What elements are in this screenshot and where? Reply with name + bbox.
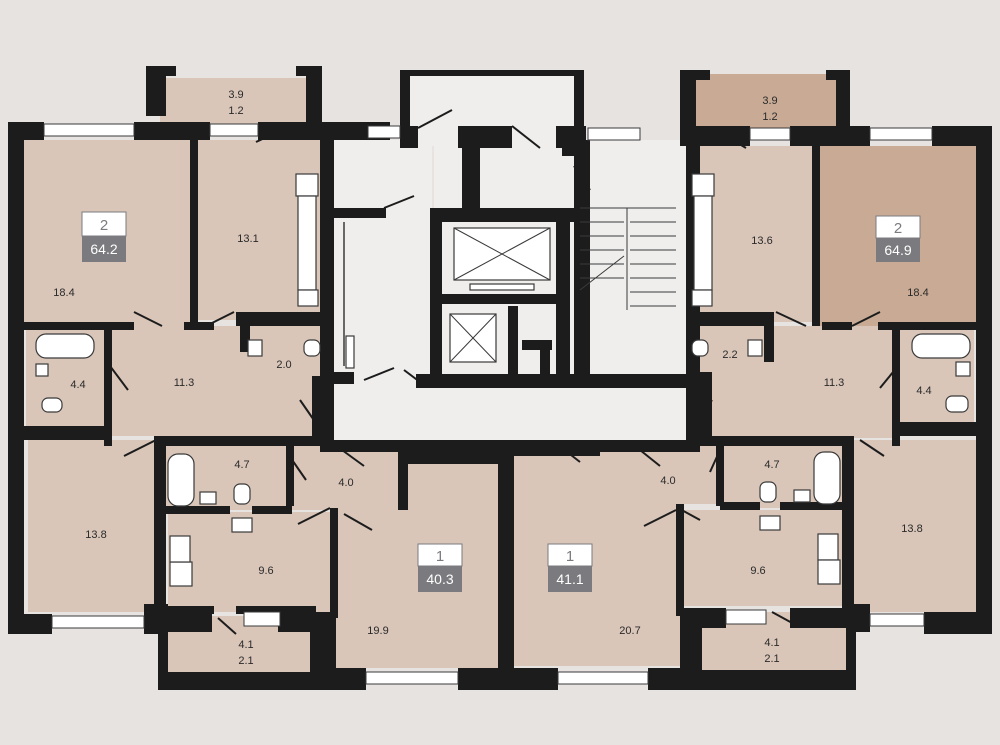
room-area-label: 4.7 xyxy=(764,459,779,471)
room-area-label: 18.4 xyxy=(53,287,74,299)
room-area-label: 2.2 xyxy=(722,349,737,361)
room-area-label: 11.3 xyxy=(174,377,195,389)
room-area-label: 9.6 xyxy=(750,565,765,577)
apartment-badge[interactable]: 2 64.2 xyxy=(81,211,127,262)
room-labels: 3.9 1.2 18.4 13.1 4.4 11.3 2.0 13.8 4.7 … xyxy=(53,89,931,667)
staircase-icon xyxy=(579,207,676,310)
room-area-label: 4.7 xyxy=(234,459,249,471)
stove-icon xyxy=(691,173,715,197)
room-area-label: 13.8 xyxy=(85,529,106,541)
windows xyxy=(43,123,933,685)
sink-icon xyxy=(747,339,763,357)
sink-icon xyxy=(955,361,971,377)
bathtub-icon xyxy=(35,333,95,359)
room-balcony-right[interactable] xyxy=(694,74,840,128)
apartment-area: 64.2 xyxy=(90,241,117,257)
counter-icon xyxy=(297,195,317,291)
room-area-label: 4.0 xyxy=(660,475,675,487)
toilet-icon xyxy=(759,481,777,503)
room-area-label: 3.9 xyxy=(228,89,243,101)
apartment-area: 64.9 xyxy=(884,242,911,258)
apartment-rooms: 2 xyxy=(894,220,902,237)
room-hall-right-2[interactable] xyxy=(612,446,720,504)
room-area-label: 13.8 xyxy=(901,523,922,535)
sink-icon xyxy=(793,489,811,503)
toilet-icon xyxy=(233,483,251,505)
toilet-icon xyxy=(41,397,63,413)
fixtures xyxy=(35,173,971,587)
counter-icon xyxy=(693,195,713,291)
apartment-rooms: 2 xyxy=(100,217,108,234)
room-area-label: 13.6 xyxy=(751,235,772,247)
sink-icon xyxy=(199,491,217,505)
apartment-rooms: 1 xyxy=(566,548,574,565)
stove-icon xyxy=(295,173,319,197)
room-area-label: 4.1 xyxy=(764,637,779,649)
toilet-icon xyxy=(303,339,321,357)
room-area-label: 11.3 xyxy=(824,377,845,389)
sink-icon xyxy=(247,339,263,357)
room-area-label: 4.0 xyxy=(338,477,353,489)
room-area-label: 2.1 xyxy=(764,653,779,665)
room-area-label: 1.2 xyxy=(228,105,243,117)
bathtub-icon xyxy=(911,333,971,359)
room-area-label: 4.1 xyxy=(238,639,253,651)
room-area-label: 4.4 xyxy=(70,379,85,391)
room-area-label: 2.0 xyxy=(276,359,291,371)
room-area-label: 9.6 xyxy=(258,565,273,577)
stove-icon xyxy=(817,559,841,585)
walls xyxy=(8,66,992,690)
room-area-label: 4.4 xyxy=(916,385,931,397)
counter-icon xyxy=(817,533,839,561)
apartment-area: 40.3 xyxy=(426,571,453,587)
apartment-area: 41.1 xyxy=(556,571,583,587)
apartment-badge[interactable]: 1 41.1 xyxy=(547,543,593,592)
sink-icon xyxy=(231,517,253,533)
room-area-label: 2.1 xyxy=(238,655,253,667)
room-hall-right[interactable] xyxy=(688,326,898,438)
room-area-label: 20.7 xyxy=(619,625,640,637)
room-balcony-left[interactable] xyxy=(160,78,310,128)
common-corridor xyxy=(322,380,694,440)
room-fills xyxy=(22,74,978,672)
sink-icon xyxy=(691,289,713,307)
bathtub-icon xyxy=(813,451,841,505)
room-area-label: 1.2 xyxy=(762,111,777,123)
apartment-badge[interactable]: 1 40.3 xyxy=(417,543,463,592)
counter-icon xyxy=(169,535,191,563)
bathtub-icon xyxy=(167,453,195,507)
room-area-label: 18.4 xyxy=(907,287,928,299)
room-area-label: 3.9 xyxy=(762,95,777,107)
apartment-badge[interactable]: 2 64.9 xyxy=(875,215,921,262)
toilet-icon xyxy=(945,395,969,413)
room-area-label: 19.9 xyxy=(367,625,388,637)
sink-icon xyxy=(35,363,49,377)
apartment-rooms: 1 xyxy=(436,548,444,565)
toilet-icon xyxy=(691,339,709,357)
room-bedroom-left[interactable] xyxy=(28,440,162,612)
sink-icon xyxy=(759,515,781,531)
sink-icon xyxy=(297,289,319,307)
room-area-label: 13.1 xyxy=(237,233,258,245)
doors xyxy=(109,109,899,635)
stove-icon xyxy=(169,561,193,587)
apartment-badges: 2 64.2 2 64.9 1 40.3 1 41.1 xyxy=(81,211,921,592)
room-bedroom-right[interactable] xyxy=(852,440,978,612)
